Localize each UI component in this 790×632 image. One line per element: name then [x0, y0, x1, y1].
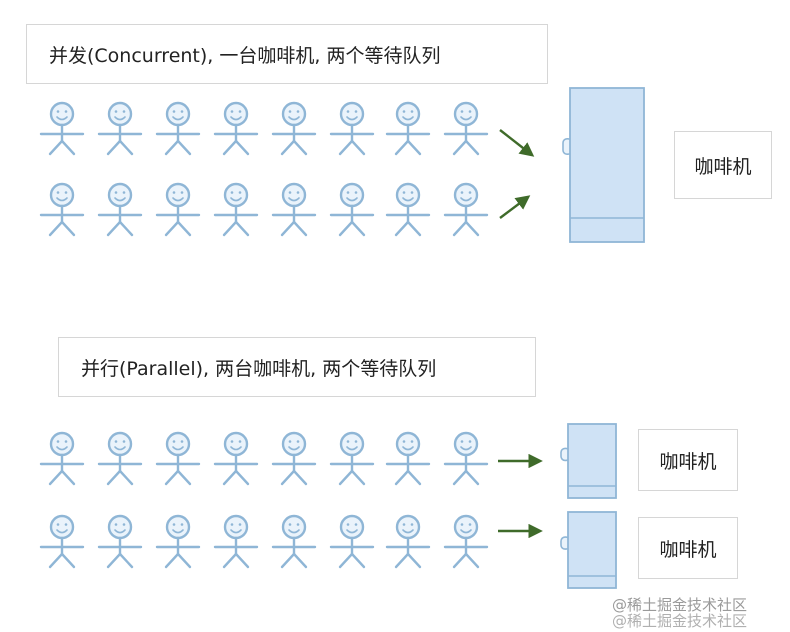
person-icon — [385, 431, 431, 486]
person-icon — [385, 182, 431, 237]
person-icon — [271, 182, 317, 237]
machine-label-text: 咖啡机 — [694, 155, 752, 178]
coffee-machine-icon — [560, 423, 617, 499]
watermark-shadow: @稀土掘金技术社区 — [612, 612, 748, 630]
person-icon — [385, 101, 431, 156]
person-icon — [155, 431, 201, 486]
person-icon — [443, 182, 489, 237]
concurrent-machine-label: 咖啡机 — [674, 131, 772, 199]
person-icon — [97, 431, 143, 486]
person-icon — [271, 101, 317, 156]
person-icon — [39, 514, 85, 569]
person-icon — [97, 182, 143, 237]
person-icon — [213, 101, 259, 156]
coffee-machine-icon — [560, 511, 617, 589]
coffee-machine-icon — [562, 87, 645, 243]
person-icon — [97, 101, 143, 156]
person-icon — [39, 182, 85, 237]
person-icon — [39, 101, 85, 156]
concurrent-caption-text: 并发(Concurrent), 一台咖啡机, 两个等待队列 — [49, 44, 441, 67]
watermark: @稀土掘金技术社区 — [612, 596, 748, 614]
person-icon — [443, 514, 489, 569]
machine-label-text: 咖啡机 — [659, 450, 717, 473]
person-icon — [213, 431, 259, 486]
person-icon — [213, 182, 259, 237]
person-icon — [443, 431, 489, 486]
person-icon — [39, 431, 85, 486]
person-icon — [271, 514, 317, 569]
person-icon — [97, 514, 143, 569]
machine-label-text: 咖啡机 — [659, 538, 717, 561]
arrow-icon — [499, 195, 531, 219]
parallel-machine-label-2: 咖啡机 — [638, 517, 738, 579]
person-icon — [155, 182, 201, 237]
person-icon — [329, 101, 375, 156]
person-icon — [213, 514, 259, 569]
person-icon — [271, 431, 317, 486]
person-icon — [155, 101, 201, 156]
person-icon — [329, 431, 375, 486]
parallel-caption: 并行(Parallel), 两台咖啡机, 两个等待队列 — [58, 337, 536, 397]
person-icon — [443, 101, 489, 156]
person-icon — [385, 514, 431, 569]
parallel-caption-text: 并行(Parallel), 两台咖啡机, 两个等待队列 — [81, 357, 437, 380]
concurrent-caption: 并发(Concurrent), 一台咖啡机, 两个等待队列 — [26, 24, 548, 84]
parallel-machine-label-1: 咖啡机 — [638, 429, 738, 491]
person-icon — [155, 514, 201, 569]
arrow-icon — [499, 129, 535, 157]
person-icon — [329, 182, 375, 237]
person-icon — [329, 514, 375, 569]
